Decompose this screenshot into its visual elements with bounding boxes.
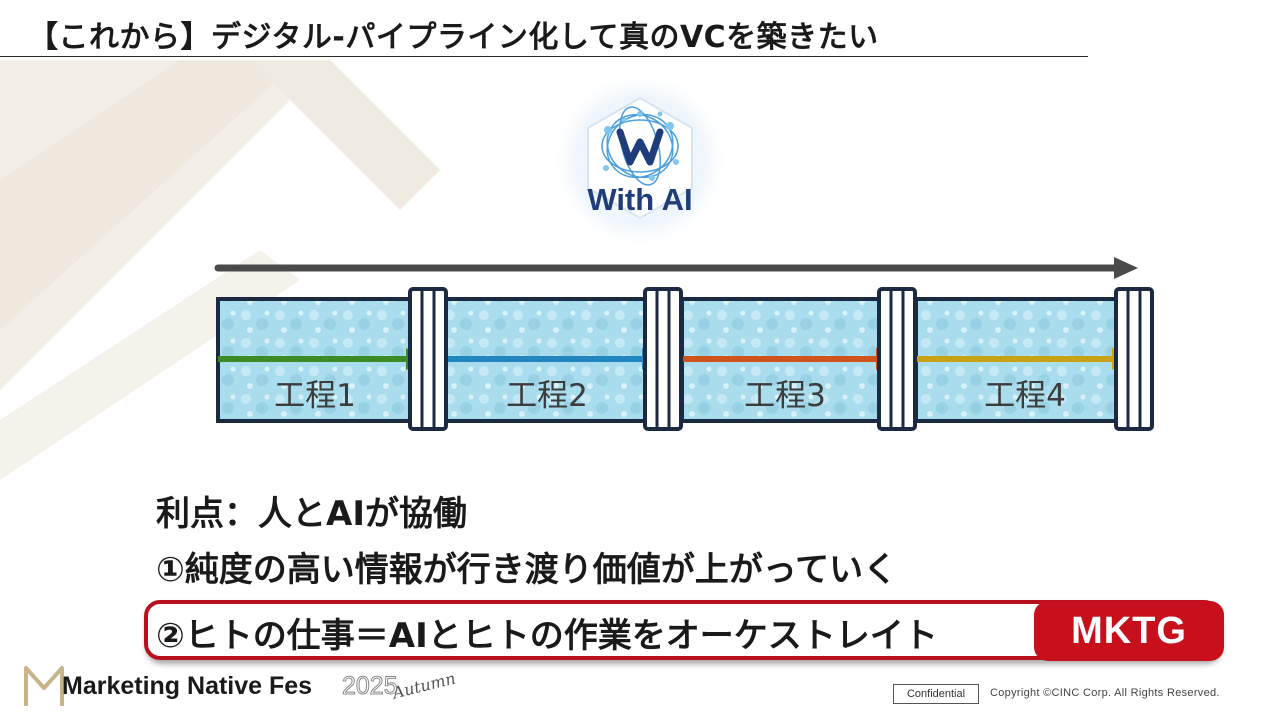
fes-name: Marketing Native Fes — [62, 672, 313, 700]
fes-year: 2025 — [342, 672, 399, 701]
pipeline-joint-1 — [408, 287, 448, 431]
with-ai-logo-text: With AI — [587, 182, 693, 217]
pipeline-joint-3 — [877, 287, 917, 431]
pipeline-diagram — [214, 257, 1154, 431]
stage-label-2: 工程2 — [506, 378, 588, 414]
network-globe-w-icon — [552, 76, 728, 252]
flow-arrow-head — [1114, 257, 1138, 279]
copyright-text: Copyright ©CINC Corp. All Rights Reserve… — [990, 687, 1220, 699]
mktg-badge: MKTG — [1034, 601, 1224, 661]
title-divider — [0, 56, 1088, 57]
stage-label-4: 工程4 — [984, 378, 1066, 414]
stage-label-3: 工程3 — [744, 378, 826, 414]
benefit-item-2: ②ヒトの仕事＝AIとヒトの作業をオーケストレイト — [156, 616, 938, 656]
pipeline-joint-4 — [1114, 287, 1154, 431]
benefits-heading: 利点：人とAIが協働 — [156, 494, 467, 534]
pipeline-joint-2 — [643, 287, 683, 431]
confidential-label: Confidential — [893, 684, 979, 704]
slide-title: 【これから】デジタル-パイプライン化して真のVCを築きたい — [28, 20, 879, 55]
fes-logo-mark — [24, 666, 64, 706]
with-ai-logo: With AI — [548, 76, 732, 252]
benefit-item-1: ①純度の高い情報が行き渡り価値が上がっていく — [156, 550, 898, 590]
stage-label-1: 工程1 — [274, 378, 356, 414]
